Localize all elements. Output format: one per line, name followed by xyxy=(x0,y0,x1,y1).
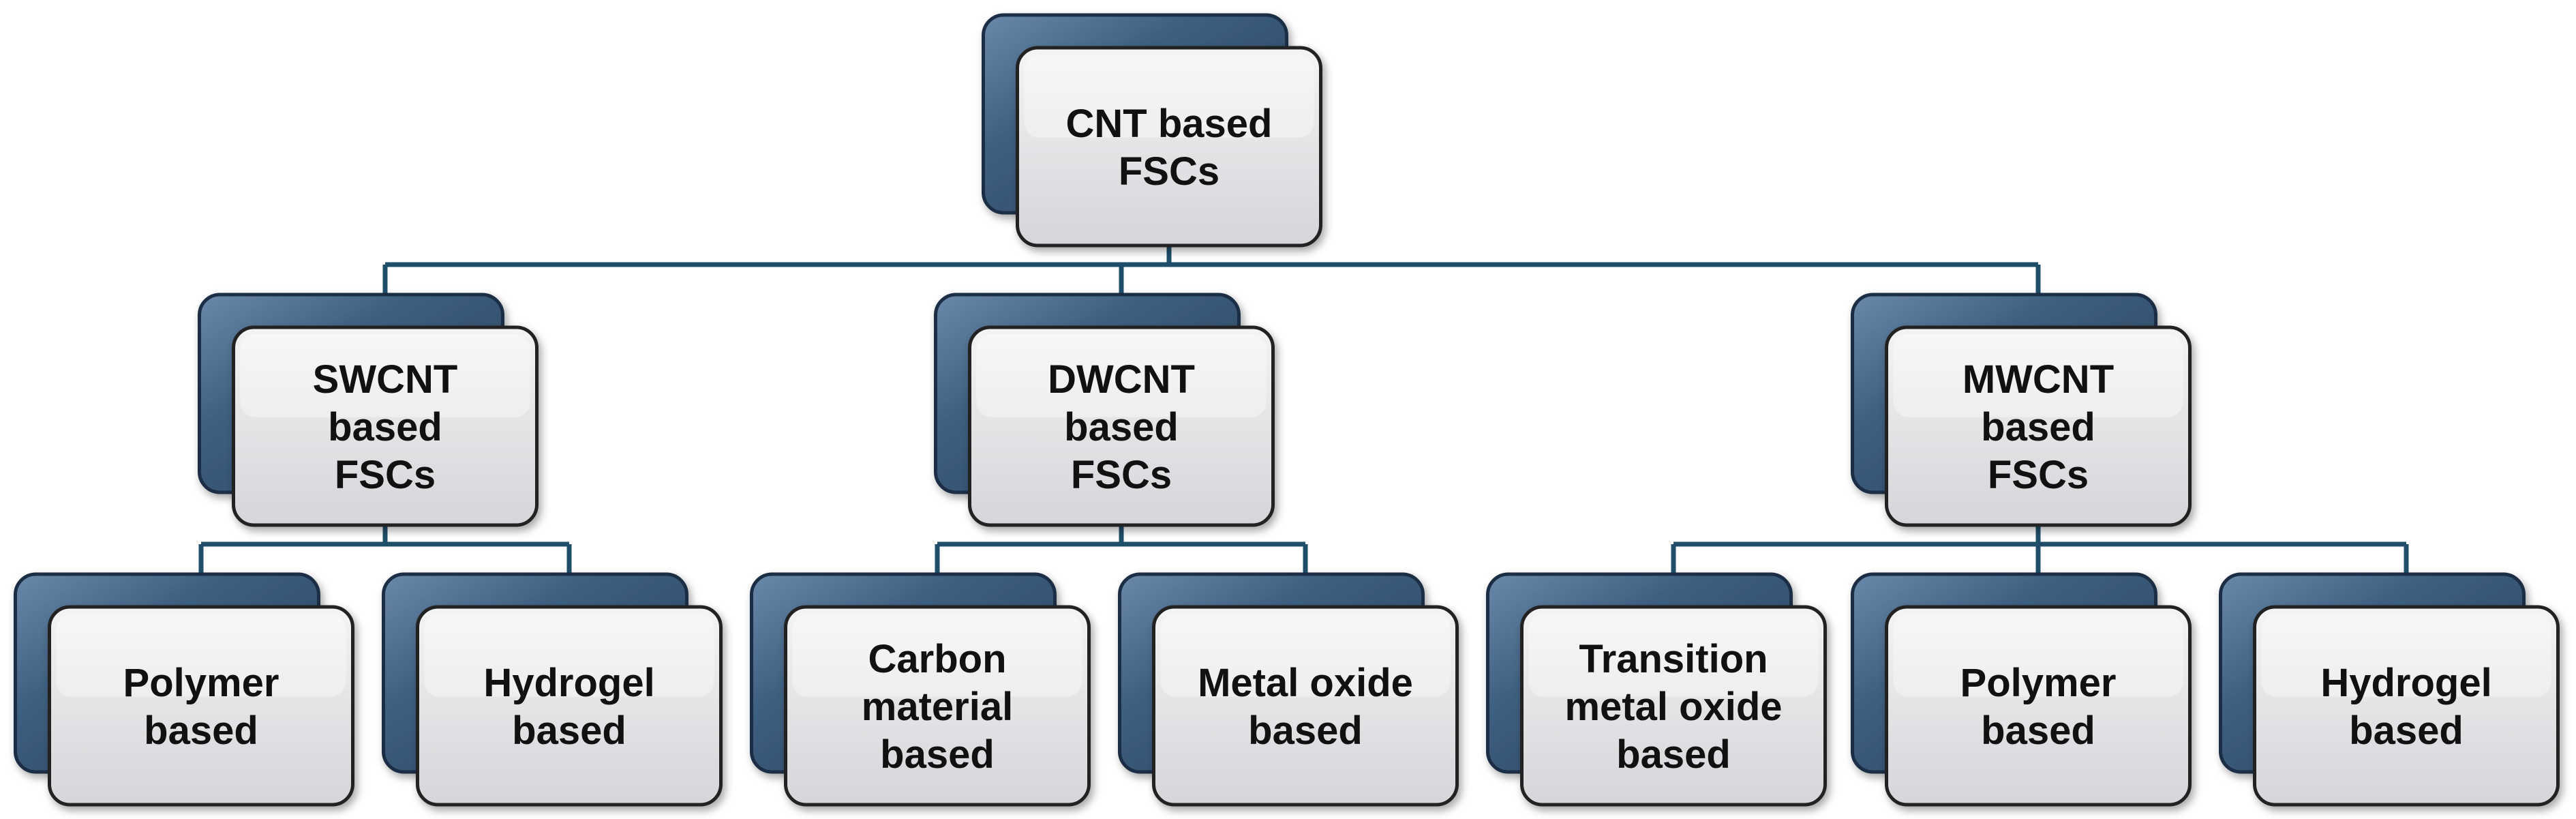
node-mwcnt-transition-front-card xyxy=(1520,605,1827,807)
node-mwcnt-hydrogel-front-card xyxy=(2253,605,2560,807)
node-mwcnt-hydrogel-label-line: based xyxy=(2349,709,2464,753)
node-swcnt-based-fscs-label-line: SWCNT xyxy=(313,357,458,402)
node-mwcnt-polymer-label-line: Polymer xyxy=(1960,661,2117,705)
node-swcnt-polymer-gloss xyxy=(56,614,346,697)
diagram-nodes: CNT basedFSCsSWCNTbasedFSCsPolymerbasedH… xyxy=(14,13,2560,807)
node-dwcnt-metal-oxide-front-card xyxy=(1152,605,1459,807)
node-cnt-based-fscs-front-card xyxy=(1016,46,1322,248)
node-dwcnt-based-fscs-label-line: FSCs xyxy=(1071,453,1172,497)
node-swcnt-based-fscs-label-line: based xyxy=(328,405,442,449)
node-mwcnt-polymer-front-card xyxy=(1885,605,2192,807)
node-dwcnt-metal-oxide-label-line: based xyxy=(1248,709,1363,753)
node-swcnt-based-fscs-label-line: FSCs xyxy=(335,453,436,497)
node-swcnt-hydrogel-gloss xyxy=(424,614,714,697)
node-mwcnt-transition-label-line: based xyxy=(1616,732,1731,777)
node-mwcnt-based-fscs-front-card xyxy=(1885,325,2192,527)
node-swcnt-polymer-label-line: based xyxy=(144,709,258,753)
node-cnt-based-fscs-label-line: FSCs xyxy=(1119,149,1219,194)
connector-lines xyxy=(198,245,2409,574)
node-swcnt-polymer-front-card xyxy=(48,605,354,807)
node-dwcnt-carbon-front-card xyxy=(784,605,1091,807)
node-mwcnt-based-fscs-gloss xyxy=(1893,334,2183,417)
node-mwcnt-polymer-gloss xyxy=(1893,614,2183,697)
node-dwcnt-metal-oxide-gloss xyxy=(1160,614,1451,697)
node-swcnt-hydrogel-label-line: Hydrogel xyxy=(483,661,654,705)
node-cnt-based-fscs-label-line: CNT based xyxy=(1066,102,1273,146)
node-swcnt-polymer-label-line: Polymer xyxy=(123,661,279,705)
node-mwcnt-based-fscs-label-line: FSCs xyxy=(1988,453,2089,497)
node-mwcnt-transition-label-line: metal oxide xyxy=(1564,685,1782,729)
node-dwcnt-carbon-gloss xyxy=(792,614,1082,697)
node-mwcnt-based-fscs-label-line: based xyxy=(1981,405,2095,449)
node-dwcnt-based-fscs-gloss xyxy=(976,334,1267,417)
node-dwcnt-based-fscs-label-line: based xyxy=(1064,405,1179,449)
node-mwcnt-hydrogel-gloss xyxy=(2261,614,2551,697)
node-mwcnt-transition-gloss xyxy=(1528,614,1819,697)
node-dwcnt-based-fscs-front-card xyxy=(968,325,1275,527)
node-mwcnt-polymer-label-line: based xyxy=(1981,709,2095,753)
node-swcnt-hydrogel-front-card xyxy=(416,605,723,807)
node-dwcnt-carbon-label-line: Carbon xyxy=(868,637,1007,681)
node-mwcnt-hydrogel-label-line: Hydrogel xyxy=(2320,661,2491,705)
node-swcnt-based-fscs-front-card xyxy=(232,325,539,527)
node-dwcnt-based-fscs-label-line: DWCNT xyxy=(1048,357,1195,402)
node-mwcnt-based-fscs-label-line: MWCNT xyxy=(1963,357,2114,402)
node-cnt-based-fscs-gloss xyxy=(1024,55,1314,138)
node-swcnt-hydrogel-label-line: based xyxy=(512,709,626,753)
node-dwcnt-metal-oxide-label-line: Metal oxide xyxy=(1198,661,1413,705)
node-swcnt-based-fscs-gloss xyxy=(240,334,530,417)
node-dwcnt-carbon-label-line: based xyxy=(880,732,995,777)
node-dwcnt-carbon-label-line: material xyxy=(862,685,1013,729)
node-mwcnt-transition-label-line: Transition xyxy=(1579,637,1768,681)
